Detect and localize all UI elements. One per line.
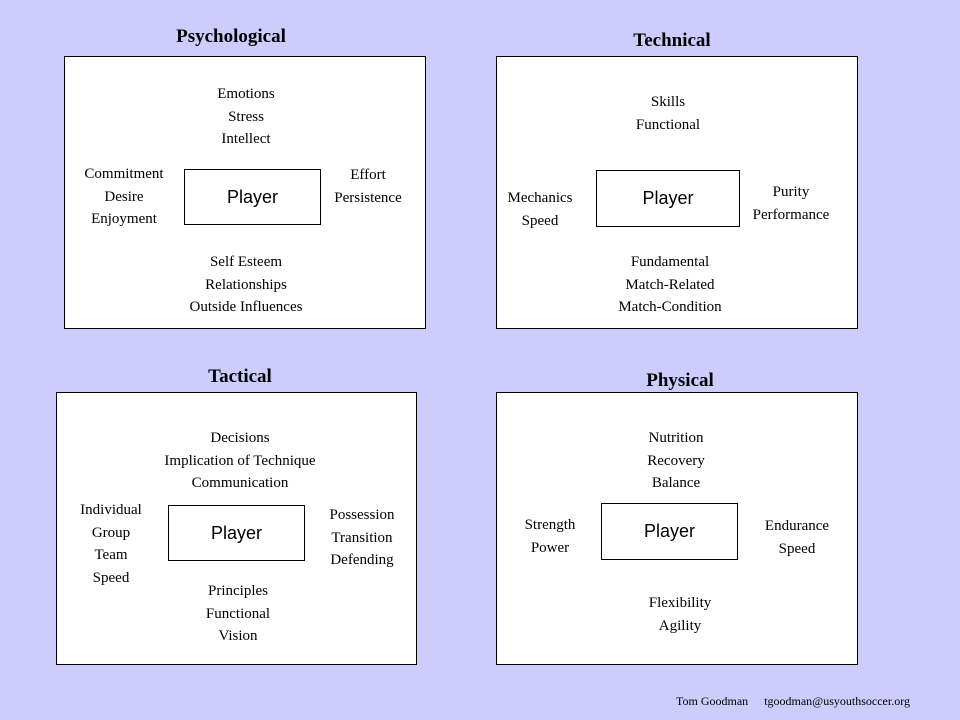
list-item: Strength	[524, 517, 576, 533]
list-item: Individual	[80, 502, 142, 518]
list-item: Vision	[218, 628, 258, 644]
technical-right-list: Purity Performance	[753, 181, 830, 226]
list-item: Agility	[658, 617, 702, 634]
list-item: Group	[91, 524, 131, 541]
list-item: Balance	[651, 475, 701, 491]
physical-player-box: Player	[601, 503, 738, 560]
list-item: Speed	[521, 212, 559, 229]
physical-panel	[496, 392, 858, 665]
physical-bottom-list: Flexibility Agility	[649, 592, 712, 637]
list-item: Match-Related	[625, 276, 715, 293]
list-item: Self Esteem	[209, 254, 283, 270]
list-item: Effort	[350, 167, 386, 183]
tactical-right-list: Possession Transition Defending	[329, 504, 394, 572]
list-item: Communication	[191, 475, 289, 491]
list-item: Recovery	[647, 452, 705, 469]
psychological-left-list: Commitment Desire Enjoyment	[84, 163, 163, 231]
list-item: Team	[94, 547, 128, 563]
technical-panel	[496, 56, 858, 329]
list-item: Emotions	[217, 86, 275, 102]
psychological-player-box: Player	[184, 169, 321, 225]
psychological-title: Psychological	[176, 26, 286, 47]
psychological-right-list: Effort Persistence	[334, 164, 401, 209]
footer-credit: Tom Goodman tgoodman@usyouthsoccer.org	[676, 694, 910, 709]
physical-title: Physical	[646, 370, 714, 391]
psychological-bottom-list: Self Esteem Relationships Outside Influe…	[190, 251, 303, 319]
psychological-top-list: Emotions Stress Intellect	[217, 83, 275, 151]
list-item: Power	[530, 539, 570, 556]
technical-top-list: Skills Functional	[636, 91, 700, 136]
technical-player-box: Player	[596, 170, 740, 227]
physical-left-list: Strength Power	[525, 514, 576, 559]
list-item: Match-Condition	[618, 299, 722, 315]
psychological-panel	[64, 56, 426, 329]
list-item: Defending	[330, 552, 394, 568]
list-item: Speed	[92, 569, 130, 586]
list-item: Mechanics	[507, 190, 573, 206]
list-item: Skills	[650, 94, 686, 110]
list-item: Speed	[778, 540, 816, 557]
technical-bottom-list: Fundamental Match-Related Match-Conditio…	[618, 251, 721, 319]
list-item: Decisions	[210, 430, 270, 446]
technical-title: Technical	[633, 30, 711, 51]
list-item: Nutrition	[648, 430, 704, 446]
footer-email: tgoodman@usyouthsoccer.org	[764, 694, 910, 708]
list-item: Endurance	[764, 518, 830, 534]
list-item: Flexibility	[648, 595, 712, 611]
tactical-top-list: Decisions Implication of Technique Commu…	[164, 427, 315, 495]
list-item: Persistence	[334, 189, 402, 206]
list-item: Functional	[205, 605, 271, 622]
list-item: Intellect	[221, 131, 271, 147]
list-item: Principles	[207, 583, 268, 599]
tactical-left-list: Individual Group Team Speed	[80, 499, 142, 589]
list-item: Performance	[752, 206, 830, 223]
tactical-player-box: Player	[168, 505, 305, 561]
tactical-panel	[56, 392, 417, 665]
list-item: Enjoyment	[91, 211, 157, 227]
list-item: Stress	[228, 108, 264, 125]
list-item: Fundamental	[630, 254, 710, 270]
list-item: Outside Influences	[189, 299, 303, 315]
technical-left-list: Mechanics Speed	[508, 187, 573, 232]
footer-author: Tom Goodman	[676, 694, 749, 708]
list-item: Desire	[104, 188, 144, 205]
list-item: Transition	[331, 529, 393, 546]
list-item: Relationships	[205, 276, 287, 293]
list-item: Possession	[329, 507, 395, 523]
physical-top-list: Nutrition Recovery Balance	[647, 427, 704, 495]
tactical-bottom-list: Principles Functional Vision	[206, 580, 270, 648]
tactical-title: Tactical	[208, 366, 272, 387]
list-item: Purity	[772, 184, 810, 200]
physical-right-list: Endurance Speed	[765, 515, 829, 560]
list-item: Functional	[635, 116, 701, 133]
list-item: Implication of Technique	[164, 452, 316, 469]
list-item: Commitment	[84, 166, 164, 182]
